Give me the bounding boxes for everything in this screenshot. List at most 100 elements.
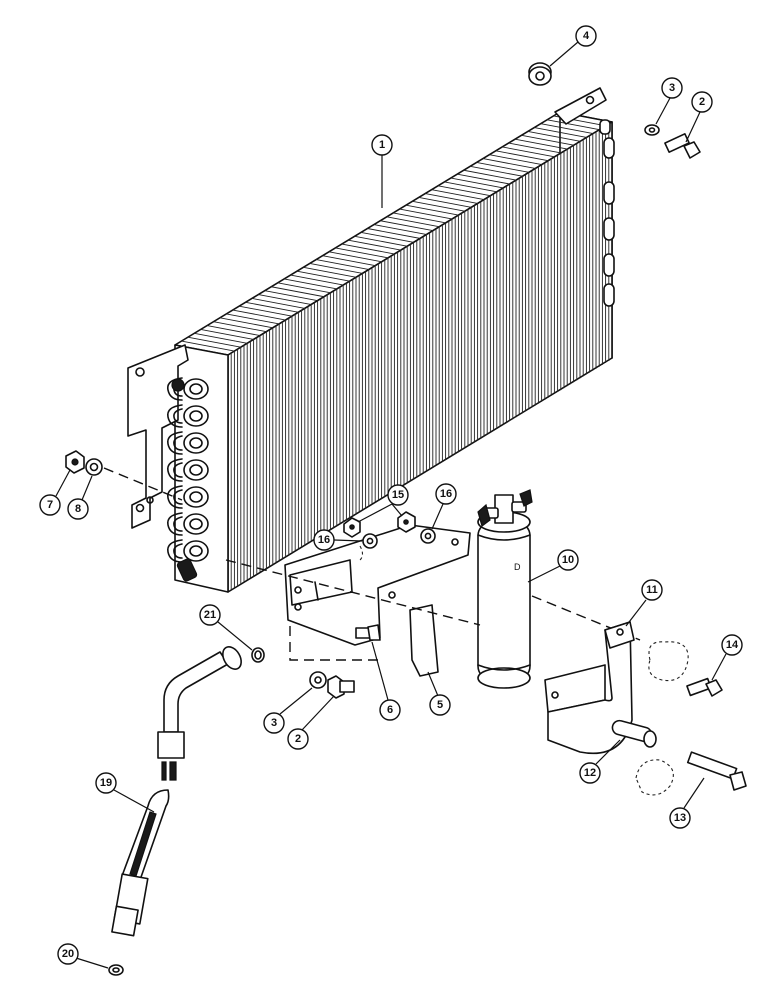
- callout-20: 20: [57, 943, 109, 969]
- fin-top-line: [547, 119, 601, 131]
- return-bend-inner: [189, 464, 203, 476]
- dryer-clamp-11: [544, 621, 635, 754]
- callout-2-bottom: 2: [287, 695, 335, 750]
- bolt-14: [686, 677, 723, 697]
- callout-label: 3: [669, 82, 675, 94]
- fin-top-line: [206, 325, 261, 337]
- fin-top-line: [181, 340, 235, 352]
- callout-label: 21: [204, 609, 216, 621]
- fin-top-line: [303, 266, 357, 278]
- fin-top-line: [360, 231, 415, 243]
- ghost-insulator-lower: [635, 759, 674, 796]
- fin-top-line: [264, 290, 318, 302]
- fin-top-line: [258, 294, 312, 305]
- fin-top-line: [470, 165, 524, 177]
- lock-washer-16-right: [420, 528, 436, 544]
- callout-19: 19: [95, 772, 155, 813]
- lock-washer-8: [85, 458, 103, 476]
- callout-label: 4: [583, 30, 590, 42]
- callout-label: 15: [392, 489, 404, 501]
- fin-top-line: [489, 154, 543, 166]
- callout-13: 13: [669, 777, 705, 829]
- return-bend-loop: [183, 405, 209, 427]
- nut-15-left: [343, 517, 361, 538]
- callout-11: 11: [625, 579, 663, 627]
- spacer-12: [611, 719, 657, 748]
- fin-top-line: [309, 263, 363, 274]
- condenser-core: [127, 87, 615, 593]
- callout-label: 19: [100, 777, 112, 789]
- callout-12: 12: [579, 739, 621, 784]
- return-bend: [166, 485, 183, 509]
- bolt-2-top: [664, 133, 701, 159]
- right-header-bends: [599, 119, 615, 307]
- callout-6: 6: [371, 641, 401, 721]
- bolt-13: [686, 751, 747, 791]
- washer-guide-line: [359, 545, 364, 561]
- fin-top-line: [386, 216, 440, 228]
- return-bend: [166, 539, 183, 563]
- fin-top-line: [425, 193, 479, 204]
- fin-top-line: [502, 146, 556, 158]
- fin-top-line: [232, 309, 286, 321]
- fin-top-line: [476, 162, 530, 173]
- return-bend-inner: [189, 437, 203, 449]
- callout-8: 8: [67, 475, 93, 520]
- return-bend: [166, 404, 183, 428]
- callout-3-bottom: 3: [263, 687, 313, 734]
- fin-top-line: [245, 301, 299, 313]
- fin-top-line: [457, 173, 511, 185]
- left-header-bends: [166, 377, 209, 563]
- lock-washer-16-left: [362, 533, 378, 549]
- fin-top-line: [367, 228, 421, 239]
- fin-top-line: [290, 274, 344, 286]
- fin-top-line: [341, 243, 395, 255]
- fin-top-line: [450, 177, 505, 189]
- return-bend-loop: [183, 513, 209, 535]
- fin-top-line: [277, 282, 331, 294]
- callout-label: 11: [646, 584, 658, 596]
- callout-3-top: 3: [655, 77, 683, 125]
- fin-top-line: [271, 286, 325, 298]
- fin-top-line: [322, 255, 376, 267]
- ghost-insulator-upper: [648, 641, 689, 682]
- callout-2-top: 2: [685, 91, 713, 143]
- return-bend-loop: [183, 459, 209, 481]
- return-bend-inner: [189, 491, 203, 503]
- callout-label: 5: [437, 699, 443, 711]
- fin-top-line: [540, 123, 594, 135]
- fin-top-line: [348, 239, 402, 251]
- callout-label: 8: [75, 503, 81, 515]
- callout-label: 16: [440, 488, 452, 500]
- callout-label: 2: [699, 96, 705, 108]
- callout-label: 20: [62, 948, 74, 960]
- callout-21: 21: [199, 604, 253, 651]
- return-bend-inner: [189, 545, 203, 557]
- mounting-bracket-5: [284, 524, 471, 677]
- callout-7: 7: [39, 469, 71, 516]
- return-bend-loop: [183, 378, 209, 400]
- callout-label: 14: [726, 639, 739, 651]
- callout-16-right: 16: [431, 483, 457, 530]
- callout-5: 5: [427, 671, 451, 716]
- fin-top-line: [508, 142, 562, 154]
- callout-16-left: 16: [313, 529, 363, 551]
- callout-label: 12: [584, 767, 596, 779]
- assembly-line-bracket: [289, 626, 380, 661]
- lock-washer-3-top: [644, 124, 660, 136]
- fin-top-line: [534, 127, 588, 138]
- return-bend-loop: [183, 432, 209, 454]
- return-bend-inner: [189, 383, 203, 395]
- o-ring-21: [251, 647, 265, 663]
- fin-top-line: [296, 270, 351, 282]
- fin-top-line: [393, 212, 447, 224]
- nut-7: [65, 450, 85, 474]
- fin-top-line: [431, 189, 485, 201]
- fin-top-line: [239, 305, 293, 317]
- callout-label: 16: [318, 534, 330, 546]
- fin-top-line: [495, 150, 549, 162]
- nut-15-right: [397, 511, 416, 533]
- callout-4: 4: [549, 25, 597, 67]
- bolt-2-bottom: [327, 675, 355, 699]
